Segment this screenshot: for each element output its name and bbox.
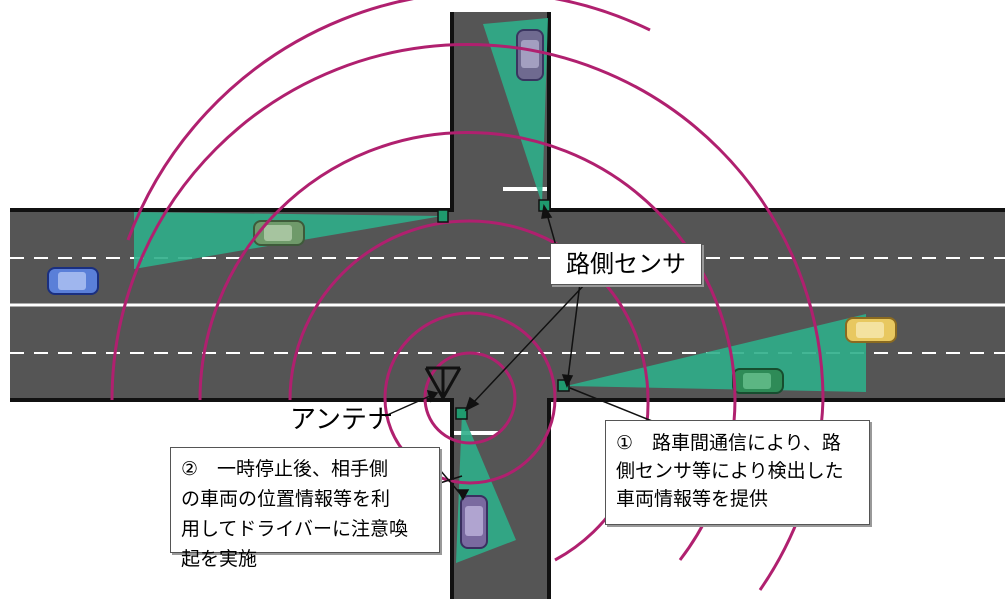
callout-text-line: ① 路車間通信により、路 bbox=[616, 432, 841, 454]
callout-service-1: ① 路車間通信により、路 側センサ等により検出した 車両情報等を提供 bbox=[605, 420, 870, 525]
callout-text-line: 起を実施 bbox=[181, 548, 258, 570]
car-icon bbox=[460, 495, 488, 549]
roadside-sensor-label: 路側センサ bbox=[550, 243, 702, 285]
cars bbox=[47, 29, 897, 549]
radio-wave-ring bbox=[110, 43, 825, 591]
antenna-label: アンテナ bbox=[290, 405, 393, 435]
antenna-icon bbox=[424, 366, 462, 399]
radio-wave-ring bbox=[423, 351, 517, 445]
car-icon bbox=[732, 368, 784, 394]
roadside-sensor-icon bbox=[455, 407, 468, 420]
radio-waves bbox=[110, 0, 825, 591]
radio-wave-ring bbox=[198, 131, 737, 561]
sensor-field-east bbox=[566, 314, 866, 392]
roadside-sensor-icon bbox=[557, 379, 570, 392]
callout-text-line: ② 一時停止後、相手側 bbox=[181, 458, 389, 480]
roadside-sensor-icon bbox=[437, 209, 449, 223]
car-icon bbox=[47, 267, 99, 295]
callout-text-line: 用してドライバーに注意喚 bbox=[181, 518, 409, 540]
car-icon bbox=[845, 317, 897, 343]
car-icon bbox=[516, 29, 544, 81]
callout-text-line: 車両情報等を提供 bbox=[616, 488, 769, 510]
pointer-arrows bbox=[384, 203, 663, 501]
callout-text-line: の車両の位置情報等を利 bbox=[181, 488, 391, 510]
car-icon bbox=[253, 220, 305, 246]
callout-service-2: ② 一時停止後、相手側 の車両の位置情報等を利 用してドライバーに注意喚 起を実… bbox=[170, 447, 440, 570]
callout-text-line: 側センサ等により検出した bbox=[616, 460, 844, 482]
radio-wave-ring bbox=[126, 0, 651, 241]
